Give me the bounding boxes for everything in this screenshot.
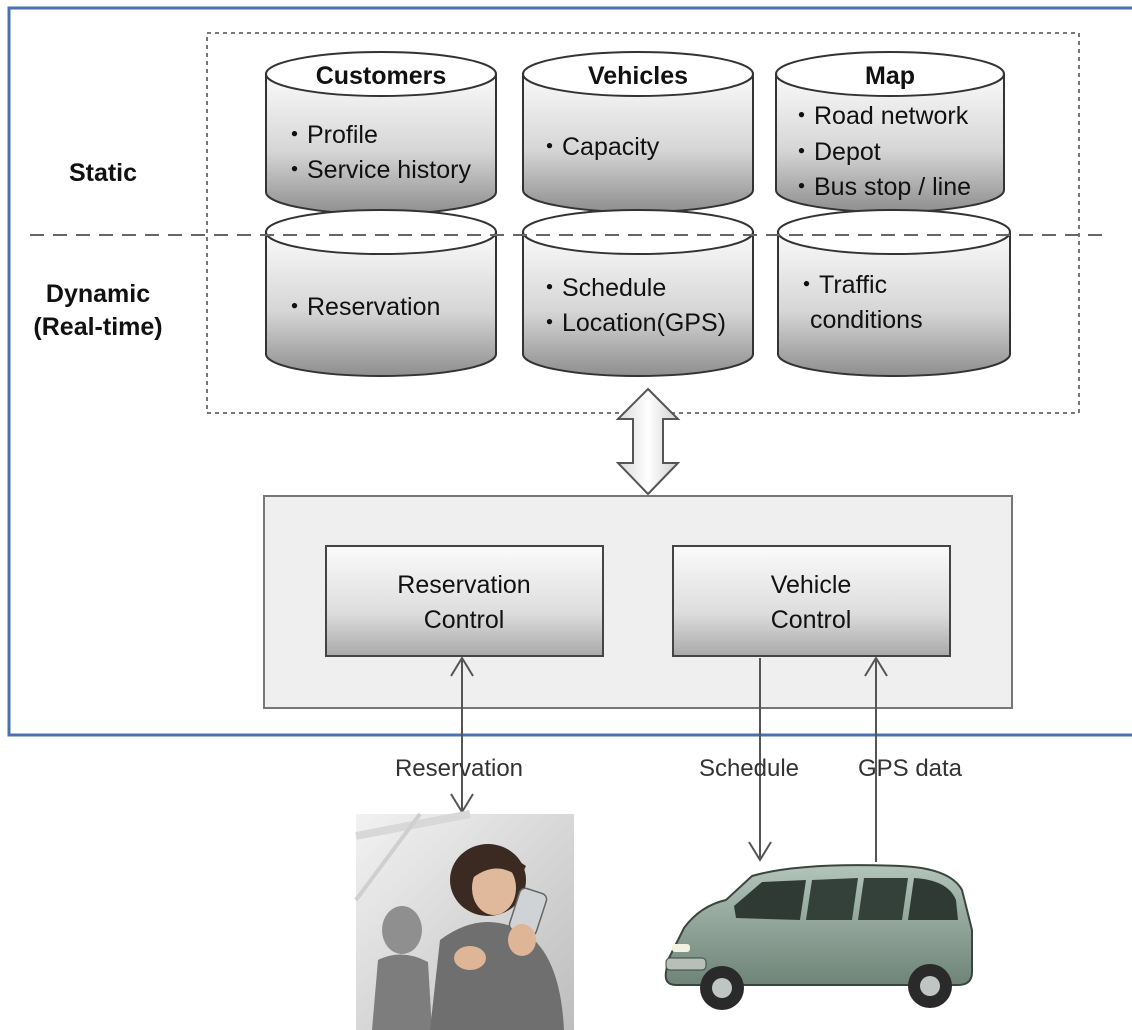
- customer-photo: [354, 810, 574, 1030]
- map-dynamic-db: [777, 209, 1011, 377]
- reservation-flow-label: Reservation: [395, 755, 523, 782]
- map-item-conditions: conditions: [810, 306, 923, 334]
- vehicles-item-capacity: ・Capacity: [537, 133, 660, 161]
- gps-flow-label: GPS data: [858, 755, 963, 782]
- map-static-db: [775, 51, 1005, 213]
- static-layer-label: Static: [69, 159, 137, 187]
- vehicles-item-location-gps: ・Location(GPS): [537, 309, 726, 337]
- vehicles-title: Vehicles: [588, 62, 688, 90]
- map-item-traffic: ・Traffic: [794, 271, 887, 299]
- customers-item-service-history: ・Service history: [282, 156, 471, 184]
- vehicle-control-label-1: Vehicle: [771, 571, 852, 599]
- vehicles-dynamic-db: [522, 209, 754, 377]
- map-item-road-network: ・Road network: [789, 102, 969, 130]
- customers-item-reservation: ・Reservation: [282, 293, 440, 321]
- map-item-bus-stop-line: ・Bus stop / line: [789, 173, 971, 201]
- customers-static-db: [265, 51, 497, 215]
- customers-title: Customers: [316, 62, 447, 90]
- customers-dynamic-db: [265, 209, 497, 377]
- map-item-depot: ・Depot: [789, 138, 881, 166]
- realtime-layer-label: (Real-time): [33, 313, 162, 341]
- vehicles-static-db: [522, 51, 754, 213]
- map-title: Map: [865, 62, 915, 90]
- vehicle-illustration: [664, 864, 973, 1010]
- schedule-flow-label: Schedule: [699, 755, 799, 782]
- data-exchange-arrow: [615, 387, 681, 496]
- vehicle-control-label-2: Control: [771, 606, 852, 634]
- schedule-flow-arrow: [748, 658, 772, 862]
- customers-item-profile: ・Profile: [282, 121, 378, 149]
- gps-flow-arrow: [864, 656, 888, 862]
- dynamic-layer-label: Dynamic: [46, 280, 150, 308]
- reservation-control-label-2: Control: [424, 606, 505, 634]
- vehicle-control-box: [672, 545, 951, 657]
- reservation-control-label-1: Reservation: [397, 571, 530, 599]
- vehicles-item-schedule: ・Schedule: [537, 274, 666, 302]
- system-boundary: [7, 6, 1132, 737]
- reservation-control-box: [325, 545, 604, 657]
